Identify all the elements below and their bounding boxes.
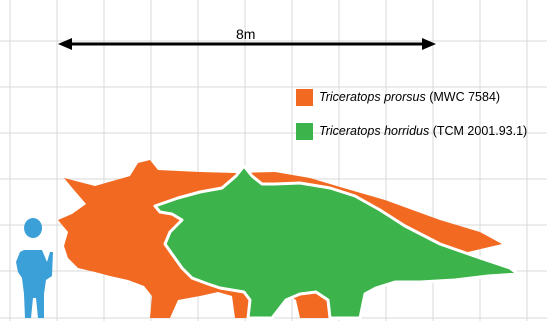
legend-item-horridus: Triceratops horridus (TCM 2001.93.1) xyxy=(296,120,527,142)
legend-item-prorsus: Triceratops prorsus (MWC 7584) xyxy=(296,86,527,108)
human-silhouette xyxy=(16,218,53,318)
legend-swatch-horridus xyxy=(296,123,313,140)
legend: Triceratops prorsus (MWC 7584) Tricerato… xyxy=(296,86,527,154)
legend-swatch-prorsus xyxy=(296,89,313,106)
legend-label-horridus: Triceratops horridus (TCM 2001.93.1) xyxy=(319,122,527,140)
legend-label-prorsus: Triceratops prorsus (MWC 7584) xyxy=(319,88,500,106)
scale-label: 8m xyxy=(236,26,255,42)
